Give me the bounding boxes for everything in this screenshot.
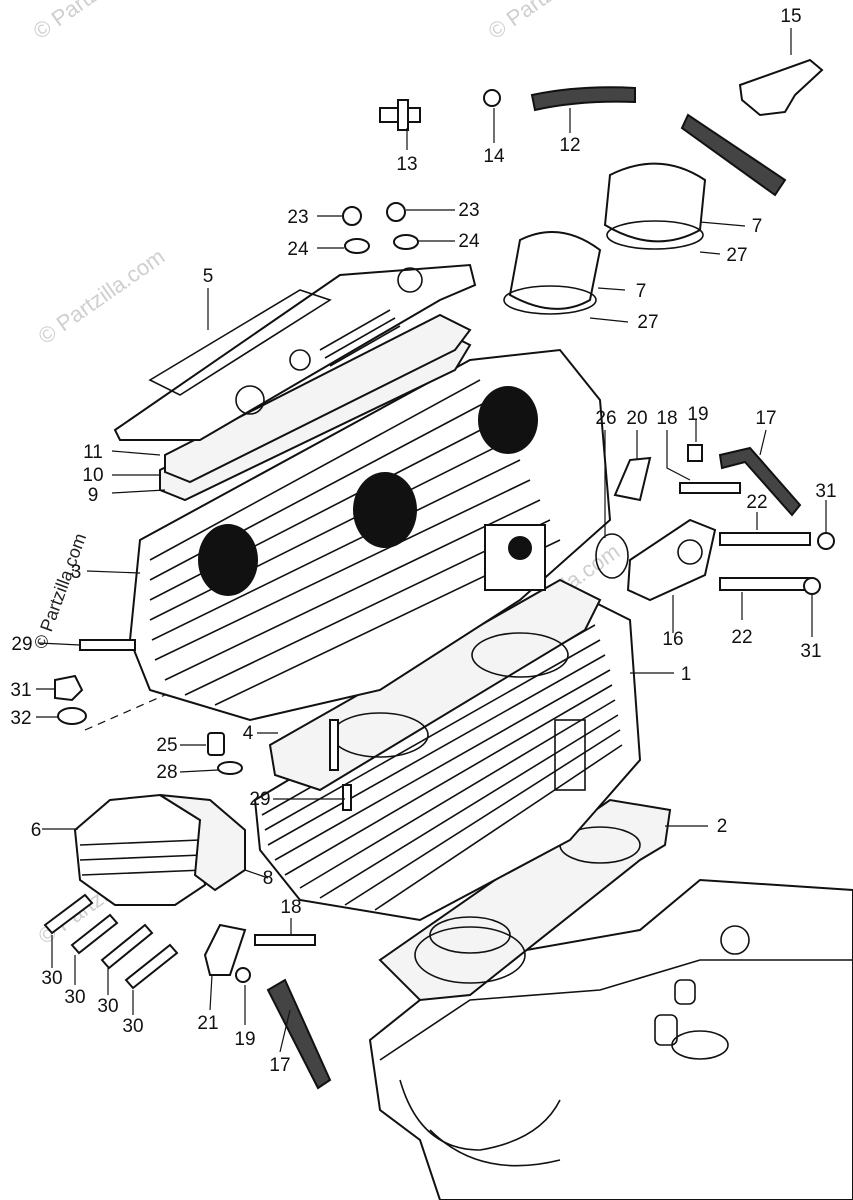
fitting-13-drawing xyxy=(379,99,421,131)
callout-label: 28 xyxy=(156,762,177,783)
callout-label: 30 xyxy=(97,996,118,1017)
watermark: © Partzilla.com xyxy=(34,244,170,350)
callout-label: 26 xyxy=(595,408,616,429)
watermark: © Partzilla.com xyxy=(30,531,90,652)
callout-label: 30 xyxy=(122,1016,143,1037)
leader-lines xyxy=(36,28,827,1053)
callout-label: 8 xyxy=(263,868,274,889)
callout-label: 19 xyxy=(234,1029,255,1050)
callout-label: 22 xyxy=(731,627,752,648)
callout-label: 19 xyxy=(687,404,708,425)
callout-label: 15 xyxy=(780,6,801,27)
cylinder-head-drawing xyxy=(128,348,612,722)
callout-label: 20 xyxy=(626,408,647,429)
cam-cover-drawing xyxy=(73,793,246,906)
bracket-15-drawing xyxy=(738,58,824,117)
callout-label: 32 xyxy=(10,708,31,729)
callout-label: 6 xyxy=(31,820,42,841)
callout-label: 4 xyxy=(243,723,254,744)
callout-label: 14 xyxy=(483,146,505,167)
callout-label: 16 xyxy=(662,629,683,650)
callout-label: 24 xyxy=(287,239,309,260)
callout-label: 29 xyxy=(249,789,270,810)
rocker-cover-drawing xyxy=(113,263,477,441)
callout-label: 23 xyxy=(458,200,479,221)
callout-label: 11 xyxy=(83,442,103,463)
head-gaskets-drawing xyxy=(159,313,472,502)
callout-label: 2 xyxy=(717,816,728,837)
callout-label: 1 xyxy=(681,664,692,685)
oil-line-right-drawing xyxy=(613,444,802,517)
intake-tubes-drawing xyxy=(503,162,707,315)
callout-label: 31 xyxy=(800,641,821,662)
callout-label: 31 xyxy=(815,481,836,502)
callout-label: 27 xyxy=(637,312,658,333)
callout-label: 17 xyxy=(755,408,776,429)
callout-label: 18 xyxy=(280,897,301,918)
callout-label: 5 xyxy=(203,266,214,287)
callout-label: 27 xyxy=(726,245,747,266)
callout-label: 7 xyxy=(636,281,647,302)
hose-drawing xyxy=(680,113,787,197)
callout-label: 31 xyxy=(10,680,31,701)
cylinder-block-drawing xyxy=(253,598,642,954)
watermark: © Partzilla.com xyxy=(29,0,165,44)
callout-label: 10 xyxy=(82,465,103,486)
dowels-drawing xyxy=(207,719,352,811)
callout-label: 25 xyxy=(156,735,177,756)
callout-label: 24 xyxy=(458,231,480,252)
callout-label: 18 xyxy=(656,408,677,429)
clip-14-drawing xyxy=(483,89,501,107)
callout-label: 21 xyxy=(197,1013,218,1034)
callout-label: 7 xyxy=(752,216,763,237)
engine-illustration xyxy=(43,58,853,1200)
pipe-12-drawing xyxy=(530,86,636,112)
callout-label: 22 xyxy=(746,492,767,513)
watermark: © Partzilla.com xyxy=(484,0,620,44)
callout-label: 12 xyxy=(559,135,580,156)
callout-labels: 15 13 14 12 23 23 24 24 5 7 27 7 27 11 1… xyxy=(10,6,836,1076)
callout-label: 30 xyxy=(41,968,62,989)
callout-label: 23 xyxy=(287,207,308,228)
callout-label: 29 xyxy=(11,634,32,655)
callout-label: 30 xyxy=(64,987,85,1008)
callout-label: 3 xyxy=(71,562,82,583)
cap-nuts-drawing xyxy=(342,202,419,254)
oil-line-lower-drawing xyxy=(203,923,332,1090)
callout-label: 9 xyxy=(88,485,99,506)
callout-label: 13 xyxy=(396,154,417,175)
intake-manifold-drawing xyxy=(595,518,835,602)
callout-label: 17 xyxy=(269,1055,290,1076)
bolts-30-drawing xyxy=(43,893,179,990)
